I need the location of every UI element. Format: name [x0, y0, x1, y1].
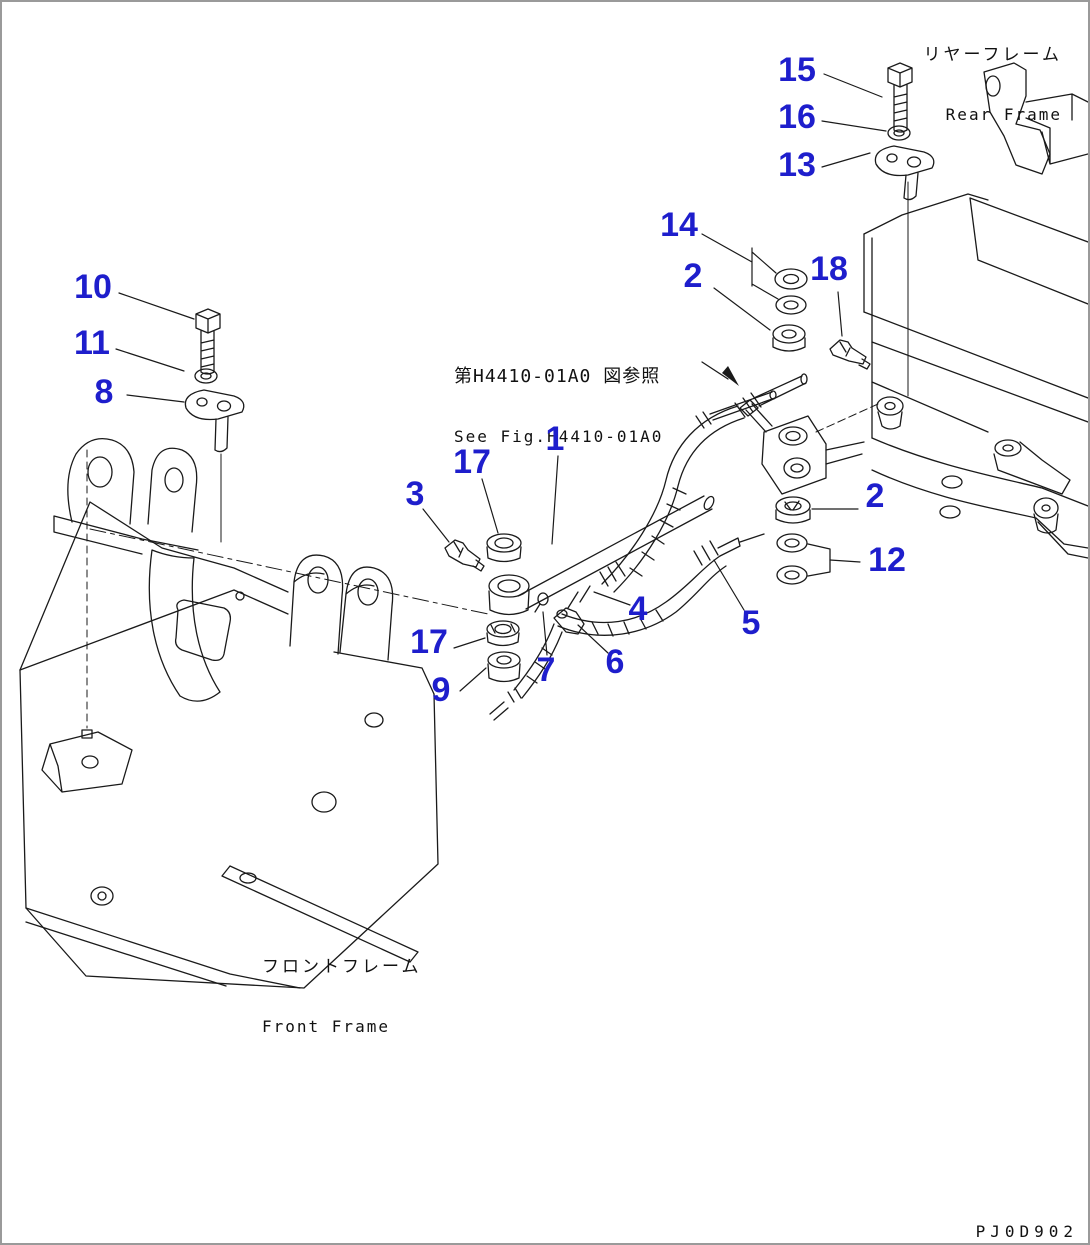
callout-part-15[interactable]: 15 [778, 51, 816, 89]
callout-part-6[interactable]: 6 [605, 643, 625, 681]
tube-holder-bushing-drawing [488, 574, 530, 616]
callout-part-10[interactable]: 10 [74, 268, 112, 306]
callout-part-2[interactable]: 2 [683, 257, 703, 295]
bolt-10-drawing [195, 308, 221, 375]
callout-part-5[interactable]: 5 [741, 604, 761, 642]
tube-assembly-drawing [489, 373, 808, 721]
rear-frame-label: リヤーフレーム Rear Frame [924, 6, 1062, 164]
washer-16-drawing [887, 125, 911, 141]
leader-lines [115, 73, 887, 692]
elbow-6-drawing [553, 607, 585, 635]
callout-part-8[interactable]: 8 [94, 373, 114, 411]
clamp-block-drawing [739, 399, 879, 495]
washer-2-right-drawing [775, 496, 811, 524]
callout-part-18[interactable]: 18 [810, 250, 848, 288]
callout-part-11[interactable]: 11 [74, 324, 110, 362]
rear-frame-label-en: Rear Frame [945, 105, 1062, 124]
front-frame-label-jp: フロントフレーム [262, 957, 422, 977]
clamp-13-drawing [874, 145, 935, 201]
see-figure-note-en: See Fig.H4410-01A0 [454, 427, 664, 446]
fitting-18-drawing [829, 339, 871, 370]
callout-part-4[interactable]: 4 [628, 590, 648, 628]
front-frame-label-en: Front Frame [262, 1017, 390, 1036]
plate-code: PJ0D902 [975, 1222, 1078, 1241]
see-figure-arrow [701, 361, 739, 386]
washers-14-drawing [774, 268, 808, 315]
plug-7-drawing [534, 592, 549, 613]
fitting-3-drawing [444, 539, 485, 572]
callout-part-17[interactable]: 17 [453, 443, 491, 481]
front-frame-label: フロントフレーム Front Frame [262, 918, 422, 1076]
callout-part-7[interactable]: 7 [536, 651, 556, 689]
see-figure-note: 第H4410-01A0 図参照 See Fig.H4410-01A0 [454, 328, 663, 486]
rear-frame-label-jp: リヤーフレーム [923, 45, 1062, 65]
clamp-8-drawing [184, 389, 245, 543]
callout-part-13[interactable]: 13 [778, 146, 816, 184]
washer-11-drawing [194, 368, 218, 384]
bushing-9-drawing [487, 651, 521, 683]
washer-2-upper-drawing [772, 324, 806, 352]
see-figure-note-jp: 第H4410-01A0 図参照 [454, 366, 661, 387]
callout-part-12[interactable]: 12 [868, 541, 906, 579]
callout-part-14[interactable]: 14 [660, 206, 698, 244]
callout-part-16[interactable]: 16 [778, 98, 816, 136]
callout-part-1[interactable]: 1 [545, 420, 565, 458]
grommet-17-upper-drawing [486, 533, 522, 563]
washers-12-drawing [776, 533, 831, 585]
grommet-17-lower-drawing [486, 620, 520, 647]
rear-frame-drawing [863, 62, 1088, 559]
callout-part-2[interactable]: 2 [865, 477, 885, 515]
bolt-15-drawing [887, 62, 913, 133]
callout-part-3[interactable]: 3 [405, 475, 425, 513]
front-frame-drawing [19, 437, 489, 989]
callout-part-17[interactable]: 17 [410, 623, 448, 661]
callout-part-9[interactable]: 9 [431, 671, 451, 709]
